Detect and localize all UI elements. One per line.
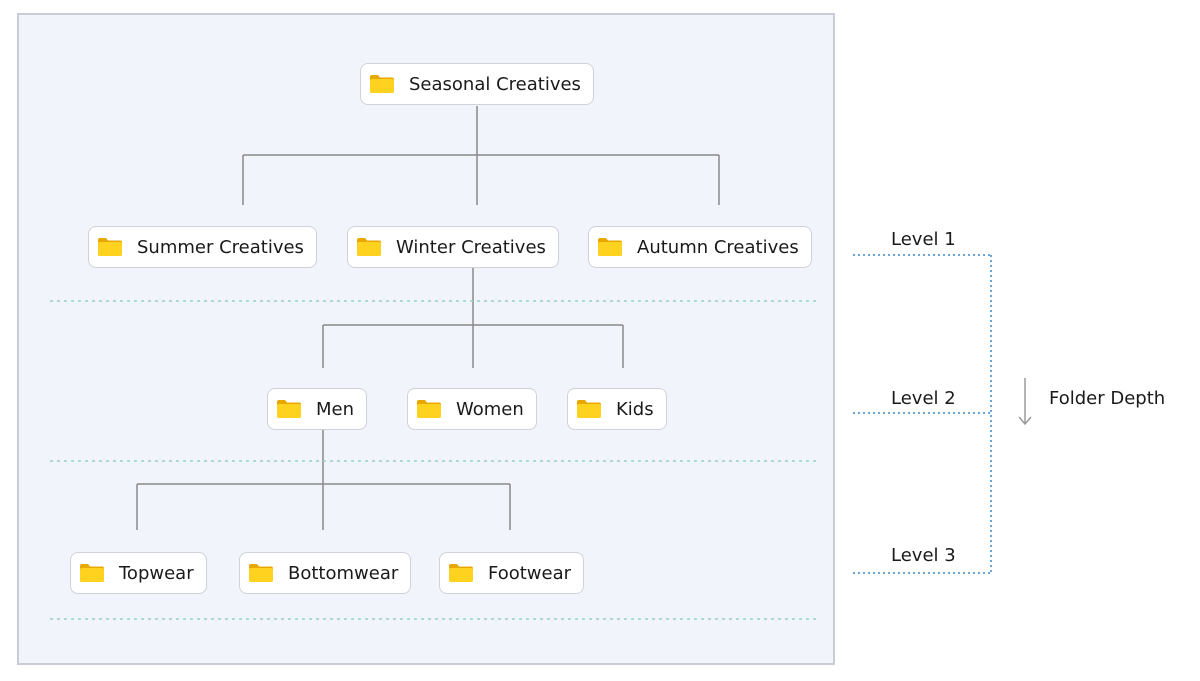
folder-node-winter-creatives[interactable]: Winter Creatives	[347, 226, 559, 268]
folder-icon	[416, 399, 442, 419]
folder-label: Summer Creatives	[137, 236, 304, 258]
folder-label: Autumn Creatives	[637, 236, 799, 258]
folder-icon	[248, 563, 274, 583]
folder-label: Footwear	[488, 562, 572, 584]
level-legend-bracket	[853, 254, 992, 574]
folder-node-seasonal-creatives[interactable]: Seasonal Creatives	[360, 63, 594, 105]
folder-node-bottomwear[interactable]: Bottomwear	[239, 552, 412, 594]
folder-node-autumn-creatives[interactable]: Autumn Creatives	[588, 226, 812, 268]
folder-node-summer-creatives[interactable]: Summer Creatives	[88, 226, 317, 268]
folder-node-women[interactable]: Women	[407, 388, 537, 430]
folder-icon	[79, 563, 105, 583]
folder-icon	[369, 74, 395, 94]
folder-node-kids[interactable]: Kids	[567, 388, 667, 430]
folder-label: Men	[316, 398, 355, 420]
folder-label: Bottomwear	[288, 562, 399, 584]
connectors-root	[242, 106, 720, 205]
folder-label: Seasonal Creatives	[409, 73, 581, 95]
connectors-winter	[322, 268, 624, 368]
folder-label: Kids	[616, 398, 654, 420]
folder-icon	[576, 399, 602, 419]
folder-node-men[interactable]: Men	[267, 388, 368, 430]
level-label-1: Level 1	[891, 229, 956, 250]
folder-icon	[597, 237, 623, 257]
folder-node-footwear[interactable]: Footwear	[439, 552, 585, 594]
folder-label: Women	[456, 398, 524, 420]
folder-icon	[448, 563, 474, 583]
level-dividers	[50, 300, 820, 620]
folder-icon	[276, 399, 302, 419]
connectors-men	[136, 430, 511, 530]
folder-depth-label: Folder Depth	[1049, 388, 1166, 409]
folder-label: Topwear	[119, 562, 194, 584]
folder-node-topwear[interactable]: Topwear	[70, 552, 207, 594]
folder-label: Winter Creatives	[396, 236, 546, 258]
level-label-3: Level 3	[891, 545, 956, 566]
level-label-2: Level 2	[891, 388, 956, 409]
folder-icon	[97, 237, 123, 257]
arrow-down-icon	[1018, 378, 1032, 426]
folder-icon	[356, 237, 382, 257]
